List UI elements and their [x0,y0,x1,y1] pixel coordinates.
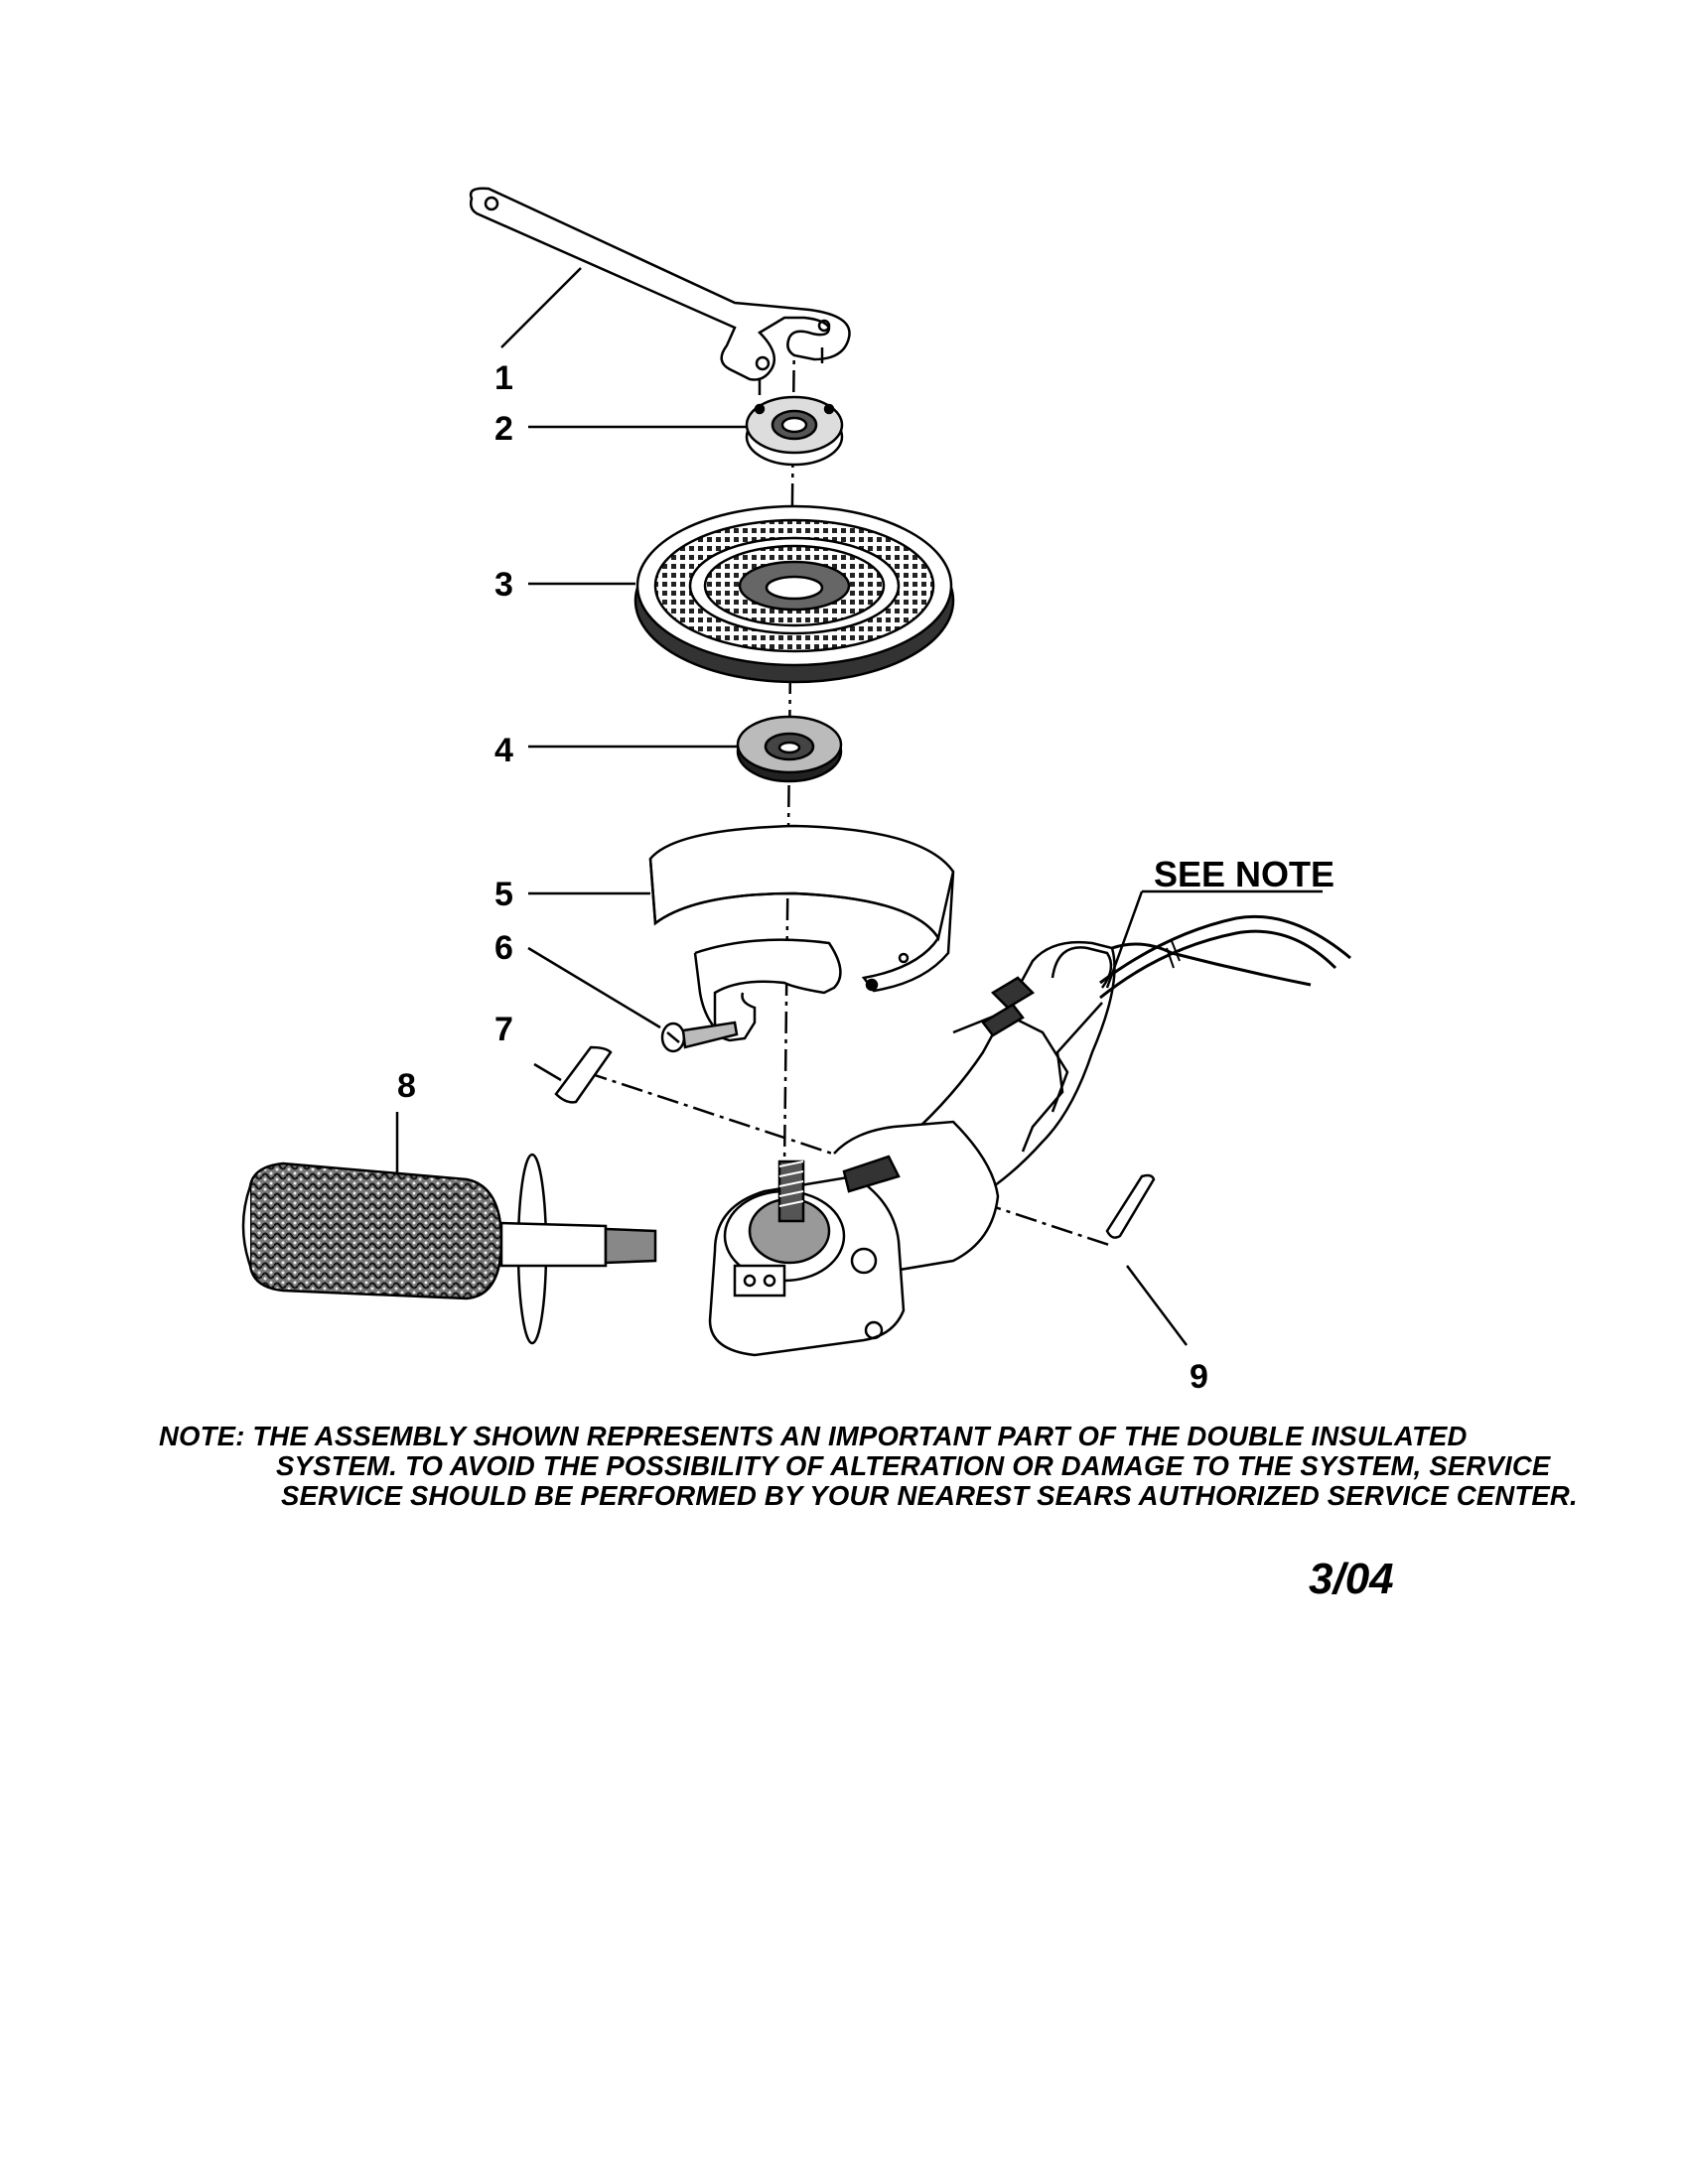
note-line-1: NOTE: THE ASSEMBLY SHOWN REPRESENTS AN I… [159,1421,1468,1451]
leader-line-see-note [1105,890,1144,989]
wheel-guard-part-5 [648,824,955,1042]
callout-1: 1 [494,359,513,397]
callout-3: 3 [494,566,513,604]
callout-6: 6 [494,929,513,967]
power-cord [1051,914,1351,1000]
callout-5: 5 [494,876,513,913]
screw-part-6 [527,946,739,1053]
angle-grinder-body [708,940,1312,1357]
side-handle-part-8 [241,1112,657,1345]
callout-4: 4 [494,732,513,769]
callout-2: 2 [494,410,513,448]
callout-9: 9 [1190,1358,1208,1396]
callout-7: 7 [494,1011,513,1048]
callout-8: 8 [397,1067,416,1105]
label-part-7 [533,1045,613,1104]
note-line-3: SERVICE SHOULD BE PERFORMED BY YOUR NEAR… [281,1480,1578,1511]
grinding-wheel-part-3 [633,504,955,684]
clamp-nut-part-2 [745,395,844,467]
revision-date: 3/04 [1309,1555,1394,1603]
note-line-2: SYSTEM. TO AVOID THE POSSIBILITY OF ALTE… [276,1450,1551,1481]
see-note-label: SEE NOTE [1154,854,1334,894]
label-part-9 [1105,1173,1188,1346]
spanner-wrench-part-1 [469,187,851,395]
inner-flange-part-4 [736,715,843,783]
leader-line-1 [500,267,582,348]
exploded-parts-diagram: 1 2 3 4 5 6 7 8 9 SEE NOTE [241,187,1351,1396]
